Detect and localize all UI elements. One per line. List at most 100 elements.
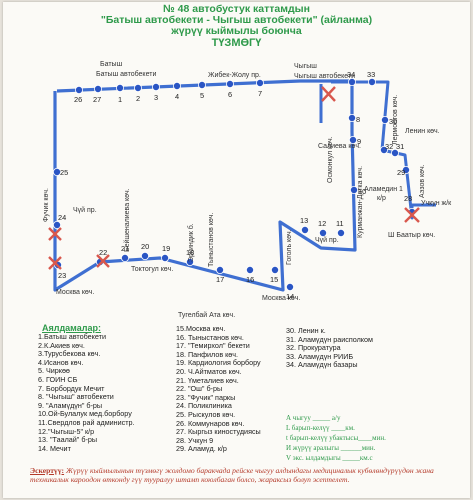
title-line-2: "Батыш автобекети - Чыгыш автобекети" (а… [100, 14, 373, 26]
title-line-3: жүрүү кыймылы боюнча [171, 25, 302, 37]
label-fuchik: Фучик көч. [43, 188, 50, 222]
svg-text:11: 11 [336, 219, 344, 228]
note-label: Эскертүү: [30, 466, 65, 475]
legend-item: 13. "Таалай" б-ры [38, 435, 98, 445]
label-east-station-1: Чыгыш [294, 63, 317, 70]
svg-text:26: 26 [74, 95, 82, 104]
svg-text:22: 22 [99, 248, 107, 257]
svg-text:5: 5 [200, 91, 204, 100]
title-line-1: № 48 автобустук каттамдын [163, 3, 310, 15]
svg-text:20: 20 [141, 242, 149, 251]
label-moskva-west: Москва көч. [56, 289, 94, 296]
svg-text:32: 32 [385, 142, 393, 151]
legend-title: Аялдамалар: [42, 323, 101, 333]
svg-text:13: 13 [300, 216, 308, 225]
route-branch-east [331, 80, 436, 220]
svg-text:3: 3 [154, 93, 158, 102]
label-lermontov: Лермонтов көч. [392, 95, 399, 145]
legend-item: 3.Турусбекова көч. [38, 349, 101, 359]
label-arykov: Аэзов көч. [419, 164, 426, 198]
svg-text:28: 28 [404, 194, 412, 203]
stat-line-5: V экс. ылдамдыгы _____км.с [286, 454, 373, 462]
label-moskva-east: Москва көч. [262, 295, 300, 302]
svg-text:19: 19 [162, 244, 170, 253]
legend-item: 10.Ой-Булалук мед.борбору [38, 409, 132, 419]
svg-text:25: 25 [60, 168, 68, 177]
stops-middle [53, 167, 345, 291]
stops-top [75, 78, 376, 95]
label-erkindik: Эркиндик б. [187, 223, 195, 262]
footer-note: Эскертүү: Жүрүү кыймылынын түзмөгү жолдо… [30, 466, 460, 484]
label-kurmanjan: Курманжан-Датка көч. [357, 166, 364, 238]
svg-text:2: 2 [136, 94, 140, 103]
svg-text:1: 1 [118, 95, 122, 104]
svg-text:6: 6 [228, 90, 232, 99]
legend-item: 28. Учкун 9 [176, 435, 214, 445]
svg-text:34: 34 [347, 70, 355, 79]
svg-text:21: 21 [121, 244, 129, 253]
stat-line-4: И жүрүү аралыгы ______мин. [286, 444, 376, 452]
closure-markers [48, 86, 420, 270]
note-text: Жүрүү кыймылынын түзмөгү жолдомо баракча… [30, 466, 434, 484]
svg-text:27: 27 [93, 95, 101, 104]
stat-line-1: А чыгуу _____ а/у [286, 414, 341, 422]
legend-item: 34. Аламүдүн базары [286, 360, 358, 370]
label-gogol: Гоголь көч. [286, 229, 293, 265]
label-tugelbay: Тугелбай Ата көч. [178, 311, 235, 319]
svg-text:10: 10 [358, 187, 366, 196]
legend-item: 32. Прокуратура [286, 343, 341, 353]
legend-item: 12."Чыгыш-5" к/р [38, 426, 95, 436]
label-osmonkul: Осмонкул көч. [327, 136, 334, 183]
label-ala-medin: Аламедин 1 [364, 186, 403, 193]
title-line-4: ТҮЗМӨГҮ [211, 37, 262, 49]
svg-text:8: 8 [356, 115, 360, 124]
label-chui-east: Чүй пр. [315, 236, 339, 244]
label-kr: к/р [377, 195, 386, 202]
label-toktogul: Токтогул көч. [131, 266, 173, 273]
legend-item: 15.Москва көч. [176, 324, 226, 333]
label-west-station-1: Батыш [100, 61, 123, 68]
label-west-station: Батыш автобекети [96, 70, 156, 78]
legend-item: 30. Ленин к. [286, 326, 326, 335]
legend-item: 7. Борбордук Мечит [38, 383, 105, 393]
legend-item: 11.Свердлов рай администр. [38, 417, 135, 427]
label-sh-baatyr: Ш Баатыр көч. [388, 232, 435, 239]
legend-item: 5. Чиркөө [38, 366, 70, 376]
legend-item: 17. "Темирхол" бекети [176, 341, 250, 351]
legend-item: 25. Рыскулов көч. [176, 409, 236, 419]
legend-item: 2.К.Акиев көч. [38, 340, 85, 350]
legend-item: 19. Кардиология борбору [176, 358, 261, 368]
legend-item: 21. Үметалиев көч. [176, 375, 239, 385]
legend-item: 23. "Фучик" паркы [176, 392, 236, 402]
svg-text:33: 33 [367, 70, 375, 79]
legend-item: 4.Исанов көч. [38, 357, 84, 367]
legend-item: 14. Мечит [38, 443, 71, 453]
legend-item: 22. "Ош" б-ры [176, 384, 223, 394]
legend-item: 29. Аламүд. к/р [176, 444, 227, 454]
svg-text:9: 9 [357, 137, 361, 146]
svg-text:17: 17 [216, 275, 224, 284]
legend-item: 6. ГОИН СБ [38, 374, 78, 384]
label-tynystanov: Тыныстанов көч. [208, 213, 215, 267]
label-saliev: Салиева көч. [318, 143, 361, 150]
legend-item: 20. Ч.Айтматов көч. [176, 366, 242, 376]
legend-item: 31. Аламүдүн раисполком [286, 334, 373, 344]
svg-text:15: 15 [270, 275, 278, 284]
legend-item: 18. Панфилов көч. [176, 349, 239, 359]
legend-item: 27. Кыргыз киностудиясы [176, 427, 261, 437]
svg-text:30: 30 [389, 117, 397, 126]
legend-item: 9. "Аламүдүн" б-ры [38, 400, 103, 410]
stat-line-3: t барып-келүү убактысы____мин. [286, 434, 386, 442]
legend-column-2: 15.Москва көч.16. Тыныстанов көч.17. "Те… [176, 324, 261, 454]
svg-text:24: 24 [58, 213, 66, 222]
label-uchkun: Учкун ж/к [421, 200, 452, 207]
legend-item: 33. Аламүдүн РИИБ [286, 351, 354, 361]
svg-text:16: 16 [246, 275, 254, 284]
svg-text:18: 18 [186, 248, 194, 257]
route-stats: А чыгуу _____ а/у L барып-келүү ____км. … [286, 413, 386, 463]
legend-item: 26. Коммунаров көч. [176, 418, 245, 428]
label-zhibek: Жибек-Жолу пр. [208, 71, 261, 79]
